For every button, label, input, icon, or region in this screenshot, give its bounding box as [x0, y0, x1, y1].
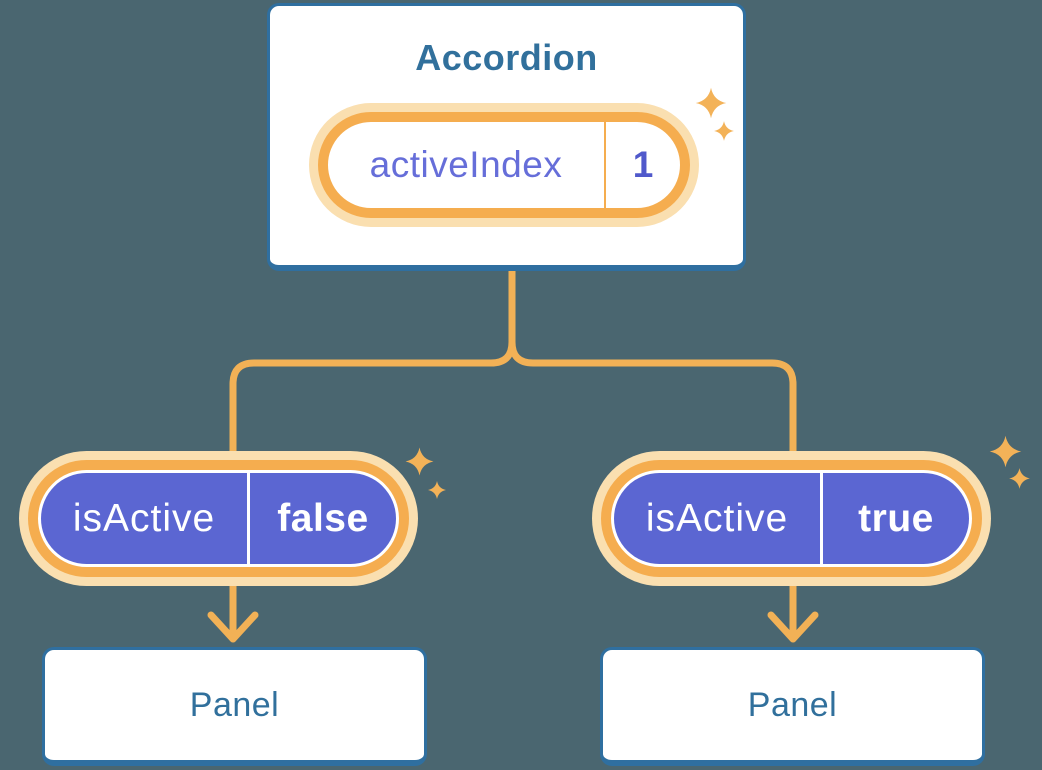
prop-pill-body: isActive true	[614, 473, 969, 564]
pill-divider	[247, 473, 250, 564]
panel-card-left: Panel	[42, 647, 427, 766]
state-pill: activeIndex 1	[309, 103, 699, 227]
state-pill-ring: activeIndex 1	[318, 112, 690, 218]
branch-right-connector	[508, 266, 797, 457]
sparkle-icon	[405, 447, 434, 476]
sparkle-icon	[428, 481, 446, 499]
sparkle-icon	[714, 121, 734, 141]
sparkle-icon	[695, 87, 727, 119]
pill-divider	[604, 122, 606, 208]
pill-divider	[820, 473, 823, 564]
prop-label: isActive	[645, 496, 789, 540]
prop-label-section: isActive	[41, 473, 247, 564]
sparkle-icon	[1009, 468, 1030, 489]
arrow-down-icon	[767, 580, 819, 643]
prop-pill-ring: isActive true	[601, 460, 982, 577]
accordion-title: Accordion	[415, 37, 598, 78]
state-label: activeIndex	[369, 144, 563, 185]
prop-value-section: true	[823, 473, 969, 564]
state-value: 1	[632, 144, 654, 185]
prop-value-section: false	[250, 473, 396, 564]
prop-pill-right: isActive true	[592, 451, 991, 586]
arrow-down-icon	[207, 580, 259, 643]
panel-title: Panel	[189, 685, 280, 724]
prop-pill-body: isActive false	[41, 473, 396, 564]
prop-label: isActive	[72, 496, 216, 540]
sparkle-icon	[989, 435, 1022, 468]
prop-label-section: isActive	[614, 473, 820, 564]
state-label-section: activeIndex	[328, 122, 604, 208]
panel-title: Panel	[747, 685, 838, 724]
panel-card-right: Panel	[600, 647, 985, 766]
state-value-section: 1	[606, 122, 680, 208]
prop-pill-left: isActive false	[19, 451, 418, 586]
prop-pill-ring: isActive false	[28, 460, 409, 577]
branch-left-connector	[229, 266, 516, 457]
prop-value: true	[858, 496, 934, 540]
prop-value: false	[277, 496, 369, 540]
